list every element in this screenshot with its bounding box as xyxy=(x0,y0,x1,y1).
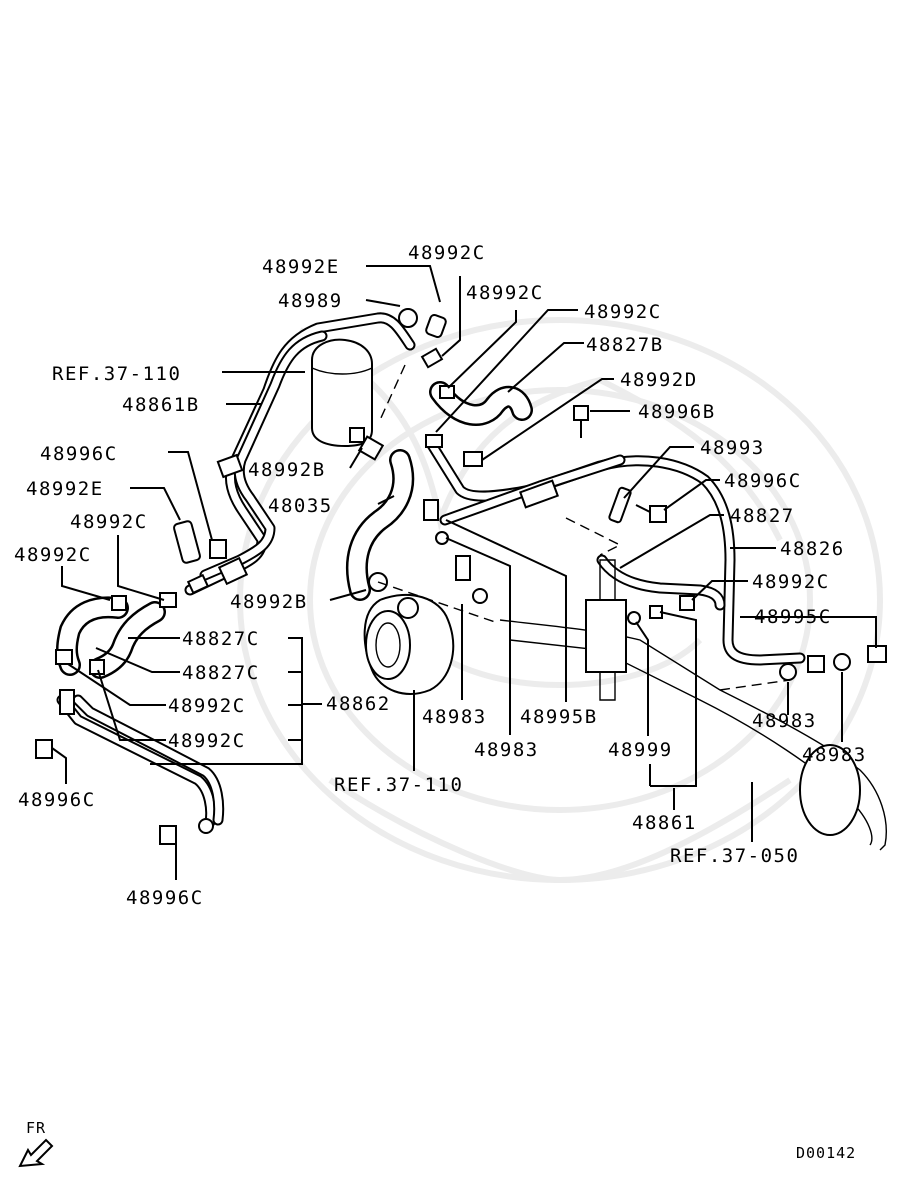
label-48983-d: 48983 xyxy=(752,710,817,732)
steering-gear xyxy=(499,559,887,851)
label-48992C-b1: 48992C xyxy=(168,695,246,717)
label-48996B: 48996B xyxy=(638,401,716,423)
footer: FR D00142 xyxy=(18,1119,856,1168)
label-ref-37-110-bottom: REF.37-110 xyxy=(334,774,463,796)
bolt-48996C-left xyxy=(209,539,227,559)
label-48827C-1: 48827C xyxy=(182,628,260,650)
front-direction-label: FR xyxy=(26,1119,46,1137)
label-48996C-right: 48996C xyxy=(724,470,802,492)
clamp-48992C-l3 xyxy=(55,649,73,665)
clamp-48992C-l4 xyxy=(89,659,105,675)
label-48992D: 48992D xyxy=(620,369,698,391)
union-48995B xyxy=(423,499,439,521)
label-ref-37-050: REF.37-050 xyxy=(670,845,799,867)
label-48827: 48827 xyxy=(730,505,795,527)
label-48992C-b2: 48992C xyxy=(168,730,246,752)
small-parts xyxy=(35,308,887,845)
bolt-48995C xyxy=(867,645,887,663)
clamp-48992C-right xyxy=(679,595,695,611)
label-48827B: 48827B xyxy=(586,334,664,356)
label-48996C-b1: 48996C xyxy=(18,789,96,811)
bolt-48996B xyxy=(573,405,589,421)
pressure-pipe-48861B xyxy=(184,312,416,596)
label-48983-a: 48983 xyxy=(422,706,487,728)
label-48993: 48993 xyxy=(700,437,765,459)
bracket-48992E-left xyxy=(173,520,201,564)
front-arrow-icon xyxy=(18,1138,54,1168)
clamp-48992C-a xyxy=(420,347,444,369)
label-48995C: 48995C xyxy=(754,606,832,628)
diagram-code: D00142 xyxy=(796,1144,856,1162)
label-48992C-left1: 48992C xyxy=(70,511,148,533)
clamp-48992B-top xyxy=(357,435,385,461)
washer-48983-d xyxy=(833,653,851,671)
pump-48035-body xyxy=(363,593,455,695)
label-48861: 48861 xyxy=(632,812,697,834)
label-48992E-left: 48992E xyxy=(26,478,104,500)
clamp-48992C-l1 xyxy=(159,592,177,608)
clamp-48992C-c xyxy=(425,434,443,448)
label-48992B-top: 48992B xyxy=(248,459,326,481)
part-labels: 48992E 48992C 48989 48992C 48992C REF.37… xyxy=(14,242,867,909)
label-ref-37-110-top: REF.37-110 xyxy=(52,363,181,385)
label-48861B: 48861B xyxy=(122,394,200,416)
label-48996C-b2: 48996C xyxy=(126,887,204,909)
label-48996C-left: 48996C xyxy=(40,443,118,465)
suction-hose-48035 xyxy=(346,449,415,601)
clamp-48992C-b xyxy=(439,385,455,399)
label-48983-c: 48983 xyxy=(802,744,867,766)
label-48827C-2: 48827C xyxy=(182,662,260,684)
leader-lines xyxy=(51,265,877,880)
clamp-48992C-l2 xyxy=(111,595,127,611)
union-48995C xyxy=(807,655,825,673)
label-48992B-mid: 48992B xyxy=(230,591,308,613)
washer-48983-c xyxy=(779,663,797,681)
label-48862: 48862 xyxy=(326,693,391,715)
label-48035: 48035 xyxy=(268,495,333,517)
reservoir xyxy=(311,338,373,448)
grommet-48989 xyxy=(398,308,418,328)
clamp-48992E-top xyxy=(425,313,447,339)
washer-48999-a xyxy=(627,611,641,625)
label-48992C-left2: 48992C xyxy=(14,544,92,566)
label-48999: 48999 xyxy=(608,739,673,761)
pipe-48827 xyxy=(596,554,726,611)
label-48995B: 48995B xyxy=(520,706,598,728)
label-48826: 48826 xyxy=(780,538,845,560)
label-48992E-top: 48992E xyxy=(262,256,340,278)
label-48992C-right: 48992C xyxy=(752,571,830,593)
label-48992C-3: 48992C xyxy=(584,301,662,323)
bolt-48996C-b2 xyxy=(159,825,177,845)
bolt-48996C-right xyxy=(649,505,667,523)
washer-48983-b xyxy=(472,588,488,604)
label-48989: 48989 xyxy=(278,290,343,312)
bolt-48999-pump xyxy=(455,555,471,581)
clamp-48992D xyxy=(463,451,483,467)
label-48992C-top: 48992C xyxy=(408,242,486,264)
label-48992C-2: 48992C xyxy=(466,282,544,304)
label-48983-b: 48983 xyxy=(474,739,539,761)
bolt-48996C-b1 xyxy=(35,739,53,759)
